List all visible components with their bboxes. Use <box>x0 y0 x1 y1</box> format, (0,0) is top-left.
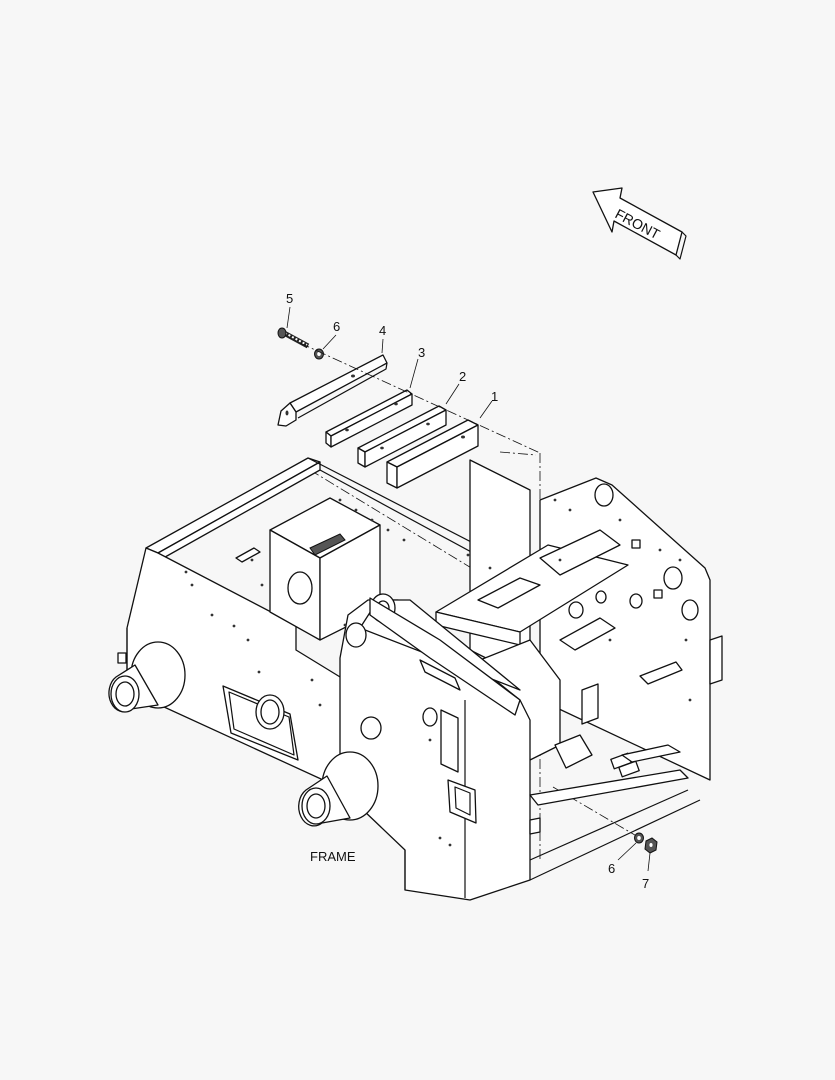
callout-4: 4 <box>379 323 386 354</box>
spacer-bar-part-1 <box>386 419 479 489</box>
bolt-part <box>277 327 310 349</box>
cover-plate-part <box>277 354 388 427</box>
washer-part-top <box>314 348 324 360</box>
callout-label: 7 <box>642 876 649 891</box>
washer-part-bottom <box>634 832 644 844</box>
callout-label: 6 <box>333 319 340 334</box>
callout-6-bottom: 6 <box>608 842 637 876</box>
callout-label: 6 <box>608 861 615 876</box>
callout-label: 1 <box>491 389 498 404</box>
callout-label: 4 <box>379 323 386 338</box>
callout-5: 5 <box>286 291 293 329</box>
callout-3: 3 <box>409 345 425 389</box>
spacer-bar-part-2 <box>357 405 447 468</box>
callout-1: 1 <box>479 389 498 419</box>
frame-holes <box>184 498 692 847</box>
frame-assembly <box>108 457 723 901</box>
callout-label: 2 <box>459 369 466 384</box>
callout-label: 5 <box>286 291 293 306</box>
front-arrow: FRONT <box>592 187 687 260</box>
callout-7: 7 <box>642 852 651 891</box>
callout-2: 2 <box>445 369 466 405</box>
callout-6-top: 6 <box>322 319 340 350</box>
frame-label: FRAME <box>310 849 356 864</box>
nut-part <box>644 837 658 854</box>
callout-label: 3 <box>418 345 425 360</box>
rear-pin-assembly <box>610 744 681 778</box>
spacer-bar-part-3 <box>325 389 413 448</box>
